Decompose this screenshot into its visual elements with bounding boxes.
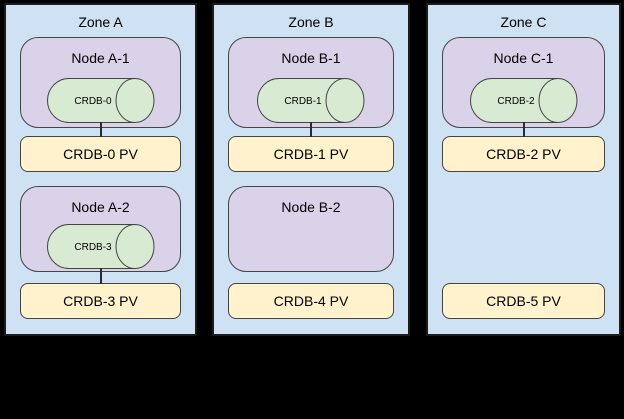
zone-a-title: Zone A: [78, 14, 123, 30]
database-cylinder-icon: CRDB-3: [46, 224, 154, 269]
pv-connector-line: [99, 268, 102, 284]
node-c1-label: Node C-1: [493, 50, 554, 66]
cylinder-crdb-0-label: CRDB-0: [74, 96, 112, 107]
pv-crdb-4-label: CRDB-4 PV: [273, 293, 349, 309]
zone-c-title: Zone C: [500, 14, 547, 30]
database-cylinder-icon: CRDB-2: [469, 78, 577, 123]
zone-b-title: Zone B: [288, 14, 334, 30]
node-b2: Node B-2: [228, 186, 394, 272]
node-b2-label: Node B-2: [281, 199, 341, 215]
pv-box-crdb-2: CRDB-2 PV: [442, 136, 605, 172]
zone-c: Zone C Node C-1 CRDB-2 CRDB-2 PV CRDB-5 …: [426, 3, 621, 336]
cylinder-crdb-1-label: CRDB-1: [284, 96, 322, 107]
pv-box-crdb-3: CRDB-3 PV: [20, 283, 181, 319]
pv-box-crdb-5: CRDB-5 PV: [442, 283, 605, 319]
pv-crdb-2-label: CRDB-2 PV: [486, 146, 561, 162]
node-c1: Node C-1 CRDB-2: [442, 37, 605, 128]
pv-crdb-3-label: CRDB-3 PV: [63, 293, 138, 309]
cylinder-crdb-2-label: CRDB-2: [497, 96, 535, 107]
cylinder-crdb-3-label: CRDB-3: [74, 242, 112, 253]
pv-box-crdb-0: CRDB-0 PV: [20, 136, 181, 172]
node-a1: Node A-1 CRDB-0: [20, 37, 181, 128]
database-cylinder-icon: CRDB-0: [46, 78, 154, 123]
pv-box-crdb-4: CRDB-4 PV: [228, 283, 394, 319]
database-cylinder-icon: CRDB-1: [257, 78, 365, 123]
pv-crdb-5-label: CRDB-5 PV: [486, 293, 561, 309]
zone-b: Zone B Node B-1 CRDB-1 CRDB-1 PV Node B-…: [212, 3, 410, 336]
node-b1-label: Node B-1: [281, 50, 341, 66]
pv-connector-line: [310, 122, 312, 137]
node-b1: Node B-1 CRDB-1: [228, 37, 394, 128]
pv-connector-line: [99, 122, 102, 137]
pv-crdb-1-label: CRDB-1 PV: [273, 146, 349, 162]
node-a2-label: Node A-2: [71, 199, 130, 215]
pv-box-crdb-1: CRDB-1 PV: [228, 136, 394, 172]
zone-a: Zone A Node A-1 CRDB-0 CRDB-0 PV Node A-…: [4, 3, 197, 336]
node-a1-label: Node A-1: [71, 50, 130, 66]
node-a2: Node A-2 CRDB-3: [20, 186, 181, 272]
pv-crdb-0-label: CRDB-0 PV: [63, 146, 138, 162]
pv-connector-line: [522, 122, 525, 137]
